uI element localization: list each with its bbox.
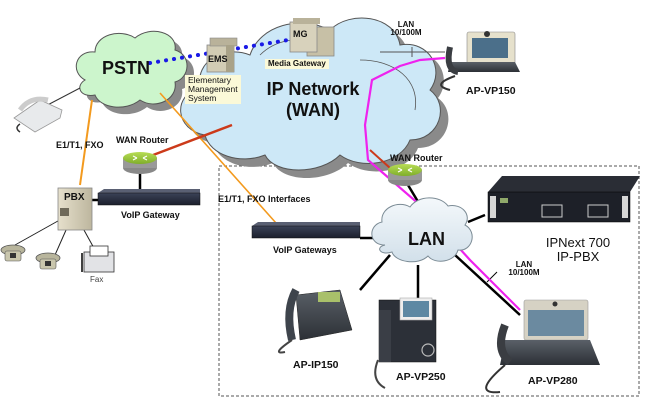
- fax-label: Fax: [90, 275, 104, 284]
- lan-ip150-link: [359, 254, 391, 291]
- ems-desc-line1: Elementary: [188, 75, 231, 85]
- ipnext-line1: IPNext 700: [545, 235, 611, 250]
- wan-router-right-link: [369, 149, 391, 169]
- pstn-label: PSTN: [102, 58, 151, 78]
- lan-bottom-line2: 10/100M: [508, 268, 540, 278]
- ap-ip150-phone: [277, 288, 353, 354]
- wan-router-right-icon: [388, 164, 422, 186]
- voip-gateways-device: [251, 222, 361, 239]
- ap-vp280-label: AP-VP280: [528, 375, 578, 387]
- wan-router-left-link: [139, 123, 233, 162]
- lan-top-line1: LAN: [397, 20, 415, 29]
- pbx-cabinet: [57, 187, 93, 231]
- pbx-box-label: PBX: [64, 192, 85, 203]
- lan-ipnext-link: [467, 213, 486, 224]
- ap-vp250-label: AP-VP250: [396, 371, 446, 383]
- mg-box-label: MG: [293, 29, 308, 39]
- ems-desc-line2: Management: [188, 83, 238, 94]
- e1t1-fxo-label: E1/T1, FXO: [56, 140, 104, 150]
- ip-network-label-line1: IP Network: [266, 79, 360, 99]
- ap-ip150-label: AP-IP150: [293, 359, 339, 371]
- voip-gateway-device: [97, 189, 201, 206]
- ems-server: [206, 37, 238, 73]
- wan-router-left-icon: [123, 152, 157, 174]
- lan-cloud-label: LAN: [408, 229, 445, 249]
- ap-vp150-label: AP-VP150: [466, 85, 516, 97]
- lan-bottom-link-label: LAN 10/100M: [506, 260, 542, 278]
- lan-bottom-line1: LAN: [515, 260, 533, 269]
- ems-desc-line3: System: [188, 92, 217, 103]
- e1t1-fxo-interfaces-label: E1/T1, FXO Interfaces: [218, 194, 311, 204]
- lan-top-link-label: LAN 10/100M: [388, 20, 424, 38]
- enterprise-boundary: [218, 165, 640, 397]
- ap-vp150-phone: [440, 31, 520, 91]
- pstn-voip-gateways-link: [159, 92, 277, 224]
- voip-gateways-label: VoIP Gateways: [273, 245, 337, 255]
- ipnext-line2: IP-PBX: [556, 248, 600, 264]
- desk-phone-1-icon: [0, 244, 26, 262]
- pstn-pbx-link: [79, 99, 93, 186]
- ipnext-label: IPNext 700 IP-PBX: [538, 236, 618, 263]
- ipnext-700-device: [487, 176, 640, 223]
- ip-network-label: IP Network (WAN): [253, 80, 373, 120]
- fax-machine-icon: [81, 245, 115, 273]
- ems-description: Elementary Management System: [185, 75, 241, 104]
- voip-gateway-label: VoIP Gateway: [121, 210, 180, 220]
- desk-phone-2-icon: [35, 252, 61, 270]
- pstn-cloud: [75, 30, 195, 115]
- analog-phone-icon: [13, 96, 63, 133]
- media-gateway-label: Media Gateway: [265, 59, 329, 70]
- ip-network-label-line2: (WAN): [286, 99, 340, 120]
- ems-dotted-link: [148, 36, 302, 65]
- ems-box-label: EMS: [208, 54, 228, 64]
- lan-top-line2: 10/100M: [390, 28, 422, 38]
- lan-vp280-link: [454, 254, 521, 316]
- media-gateway-server: [289, 18, 335, 57]
- ap-vp280-phone: [485, 299, 600, 394]
- lan-cloud: [371, 197, 473, 263]
- ap-vp250-phone: [374, 297, 437, 389]
- ip-network-cloud: [180, 17, 449, 178]
- wan-router-right-label: WAN Router: [390, 153, 443, 163]
- wan-router-left-label: WAN Router: [116, 135, 169, 145]
